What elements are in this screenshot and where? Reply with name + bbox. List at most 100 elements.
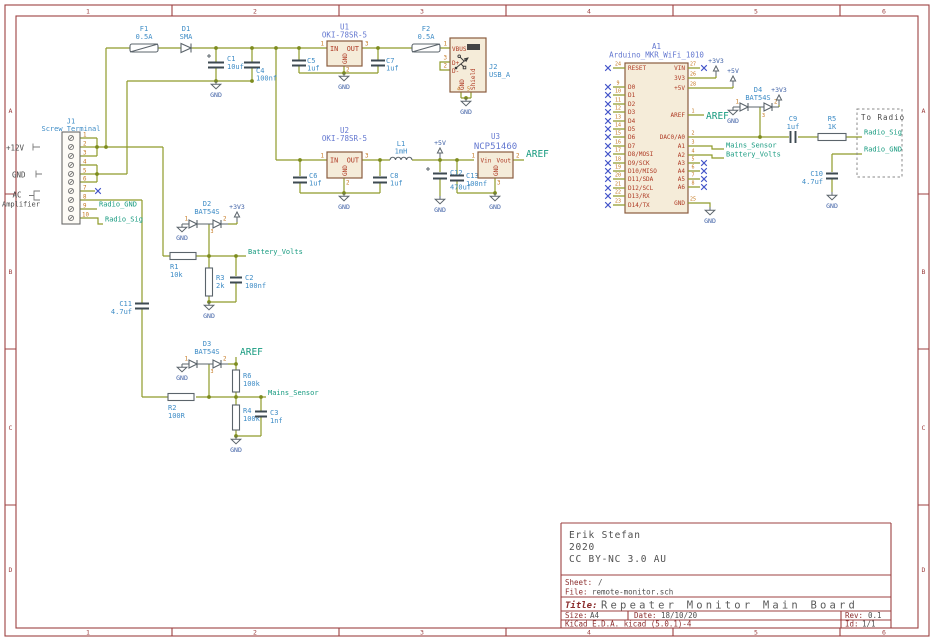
date-value: 18/10/20 xyxy=(661,611,698,620)
value-label: BAT54S xyxy=(194,348,219,356)
svg-text:GND: GND xyxy=(434,206,446,214)
value-label: 1uf xyxy=(386,65,399,73)
svg-text:10: 10 xyxy=(615,89,621,95)
value-label: OKI-78SR-5 xyxy=(322,134,367,143)
net-battery-volts: Battery_Volts xyxy=(248,248,303,256)
svg-text:+3V3: +3V3 xyxy=(708,57,724,65)
pin-number: 1 xyxy=(83,133,87,139)
frame-col-label: 2 xyxy=(253,8,257,16)
title-value: Repeater Monitor Main Board xyxy=(601,600,858,612)
wire-segments xyxy=(80,46,862,438)
svg-text:27: 27 xyxy=(690,62,696,68)
ac-label-line1: AC xyxy=(12,191,21,200)
power-symbols: +3V3 +3V3 +3V3 +5V +5V xyxy=(229,57,787,223)
ref-label: F2 xyxy=(422,25,430,33)
ref-label: U1 xyxy=(340,23,349,32)
ref-label: J2 xyxy=(489,63,497,71)
capacitor-c9: C9 1uf xyxy=(787,115,800,143)
value-label: 1nf xyxy=(270,417,283,425)
pin-gnd-label: GND xyxy=(342,53,349,64)
frame-row-label: D xyxy=(922,566,926,574)
value-label: 100R xyxy=(168,412,186,420)
fuse-f2: F2 0.5A xyxy=(411,25,441,53)
svg-text:20: 20 xyxy=(615,173,621,179)
pin-in-label: IN xyxy=(330,157,338,165)
size-value: A4 xyxy=(590,611,600,620)
value-label: 1uf xyxy=(787,123,800,131)
diode-d1: D1 SMA xyxy=(180,25,193,54)
dual-diode-d4: D4 BAT54S 1 2 3 xyxy=(733,86,779,119)
svg-text:D7: D7 xyxy=(628,143,636,150)
capacitor-c8: C8 1uf xyxy=(373,172,403,188)
value-label: Arduino_MKR_WiFi_1010 xyxy=(609,51,704,60)
ref-label: C12 xyxy=(450,169,463,177)
to-radio-box: To Radio xyxy=(856,108,904,178)
resistor-r3: R3 2k xyxy=(204,267,225,297)
svg-text:D9/SCK: D9/SCK xyxy=(628,160,650,167)
frame-col-label: 5 xyxy=(754,8,758,16)
value-label: 10uf xyxy=(227,63,244,71)
svg-text:2: 2 xyxy=(691,131,694,137)
svg-text:19: 19 xyxy=(615,165,621,171)
value-label: 470uf xyxy=(450,184,471,192)
pin-number: 1 xyxy=(185,357,189,363)
ref-label: A1 xyxy=(652,42,661,51)
svg-text:D14/TX: D14/TX xyxy=(628,202,650,209)
frame-col-label: 4 xyxy=(587,629,591,637)
svg-text:16: 16 xyxy=(615,140,621,146)
gnd-symbols: GND GND GND GND GND GND GND GND GND GND … xyxy=(176,72,838,454)
svg-text:D8/MOSI: D8/MOSI xyxy=(628,151,654,158)
value-label: SMA xyxy=(180,33,193,41)
resistor-r5: R5 1K xyxy=(817,115,847,142)
ref-label: D2 xyxy=(203,200,211,208)
ref-label: R1 xyxy=(170,263,178,271)
svg-text:26: 26 xyxy=(690,72,696,78)
svg-text:12: 12 xyxy=(615,106,621,112)
net-mains-sensor: Mains_Sensor xyxy=(726,142,777,150)
frame-row-label: A xyxy=(922,107,926,115)
frame-row-label: C xyxy=(922,424,926,432)
frame-col-label: 3 xyxy=(420,8,424,16)
svg-text:D3: D3 xyxy=(628,109,636,116)
pin-number: 10 xyxy=(82,213,89,219)
pin-out-label: OUT xyxy=(347,157,359,165)
pin-vout-label: Vout xyxy=(497,158,512,165)
ac-label-line2: Amplifier xyxy=(2,201,40,209)
left-pin-numbers: 24 9 10 11 12 13 14 15 16 17 18 19 20 21… xyxy=(615,62,621,205)
frame-col-label: 1 xyxy=(86,8,90,16)
frame-row-label: B xyxy=(922,268,926,276)
svg-text:GND: GND xyxy=(176,374,188,382)
svg-text:D13/RX: D13/RX xyxy=(628,193,650,200)
svg-text:8: 8 xyxy=(691,181,694,187)
dual-diode-d3: D3 BAT54S 1 2 3 xyxy=(182,340,228,375)
pin-number: 3 xyxy=(444,56,448,62)
frame-col-label: 3 xyxy=(420,629,424,637)
svg-text:GND: GND xyxy=(826,202,838,210)
svg-text:GND: GND xyxy=(704,217,716,225)
value-label: 4.7uf xyxy=(802,178,823,186)
frame-col-label: 4 xyxy=(587,8,591,16)
value-label: 0.5A xyxy=(136,33,154,41)
pin-in-label: IN xyxy=(330,45,338,53)
capacitor-c3: C3 1nf xyxy=(255,409,283,425)
value-label: 4.7uf xyxy=(111,308,132,316)
value-label: NCP51460 xyxy=(474,142,517,152)
frame-col-label: 2 xyxy=(253,629,257,637)
pin-gnd-label: GND xyxy=(459,79,466,90)
sheet-frame: 1 2 3 4 5 6 1 2 3 4 5 6 A B C D A B C D xyxy=(4,4,930,637)
svg-text:15: 15 xyxy=(615,131,621,137)
dual-diode-d2: D2 BAT54S 1 2 3 xyxy=(182,200,228,235)
ref-label: C7 xyxy=(386,57,394,65)
svg-text:+3V3: +3V3 xyxy=(229,203,245,211)
file-label: File: xyxy=(565,588,588,597)
author: Erik Stefan xyxy=(569,530,641,541)
screw-symbols xyxy=(67,134,75,222)
pin-vin-label: Vin xyxy=(481,158,492,165)
pin-number: 3 xyxy=(211,369,214,375)
svg-text:GND: GND xyxy=(674,200,685,207)
svg-text:23: 23 xyxy=(615,199,621,205)
pin-number: 2 xyxy=(346,181,350,187)
net-mains-sensor: Mains_Sensor xyxy=(268,389,319,397)
usb-receptacle-icon xyxy=(467,44,480,50)
pin-gnd-label: GND xyxy=(493,165,500,176)
